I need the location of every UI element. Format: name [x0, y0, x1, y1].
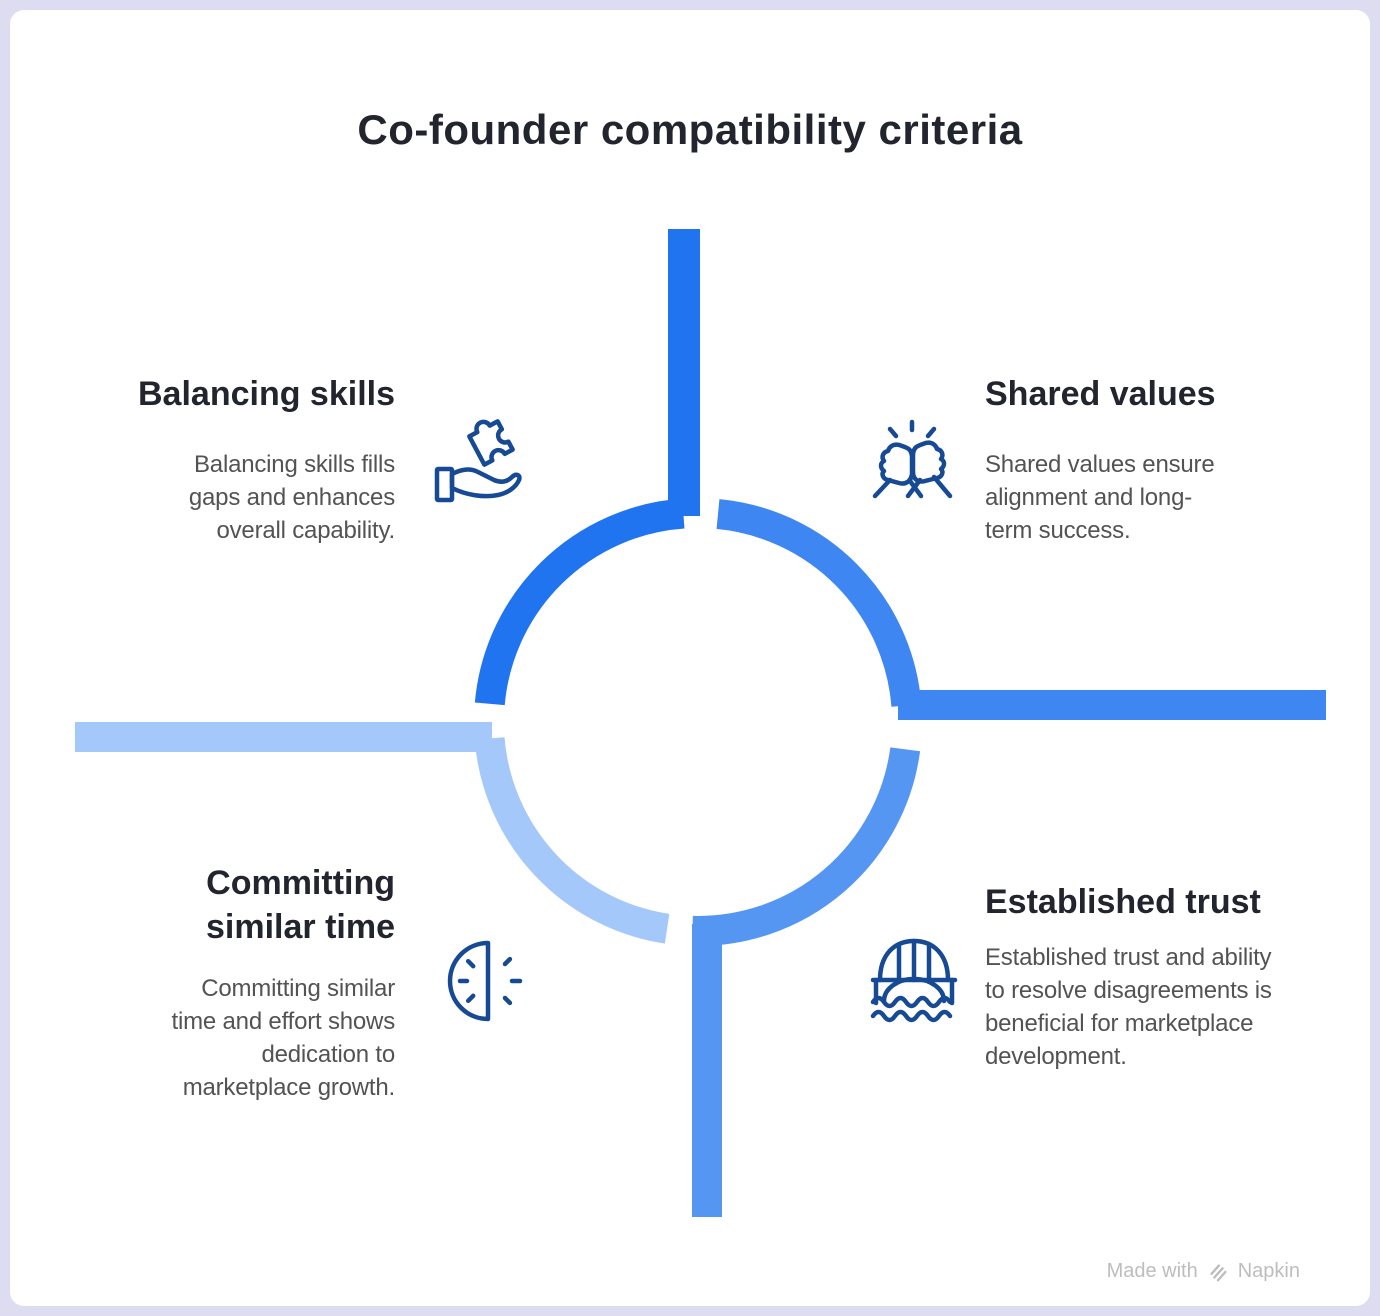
- page-title: Co-founder compatibility criteria: [357, 106, 1023, 153]
- quadrant-heading-established-trust: Established trust: [985, 883, 1261, 921]
- bridge-over-water-icon: [870, 938, 958, 1023]
- quadrant-heading-committing-similar-time: Committing similar time: [206, 864, 395, 946]
- footer-made-with-label: Made with: [1106, 1260, 1198, 1282]
- fist-bump-icon: [872, 419, 953, 499]
- arc-top-left: [474, 498, 685, 706]
- quadrant-body-shared-values: Shared values ensure alignment and long-…: [985, 451, 1215, 544]
- footer-brand-label: Napkin: [1237, 1260, 1300, 1282]
- arc-top-right: [716, 499, 922, 707]
- infographic-card: Co-founder compatibility criteria Balanc…: [10, 10, 1370, 1306]
- quadrant-circle-diagram: [75, 229, 1326, 1217]
- arc-bottom-right: [692, 747, 921, 946]
- hand-holding-puzzle-icon: [434, 419, 522, 503]
- quadrant-heading-balancing-skills: Balancing skills: [138, 375, 395, 413]
- half-clock-icon: [447, 940, 523, 1022]
- quadrant-body-balancing-skills: Balancing skills fills gaps and enhances…: [188, 451, 395, 544]
- quadrant-body-committing-similar-time: Committing similar time and effort shows…: [171, 975, 396, 1101]
- napkin-logo-icon: [1210, 1263, 1227, 1281]
- quadrant-heading-shared-values: Shared values: [985, 375, 1216, 413]
- quadrant-body-established-trust: Established trust and ability to resolve…: [985, 944, 1272, 1070]
- arc-bottom-left: [474, 737, 670, 944]
- footer-credit: Made with Napkin: [1107, 1260, 1300, 1283]
